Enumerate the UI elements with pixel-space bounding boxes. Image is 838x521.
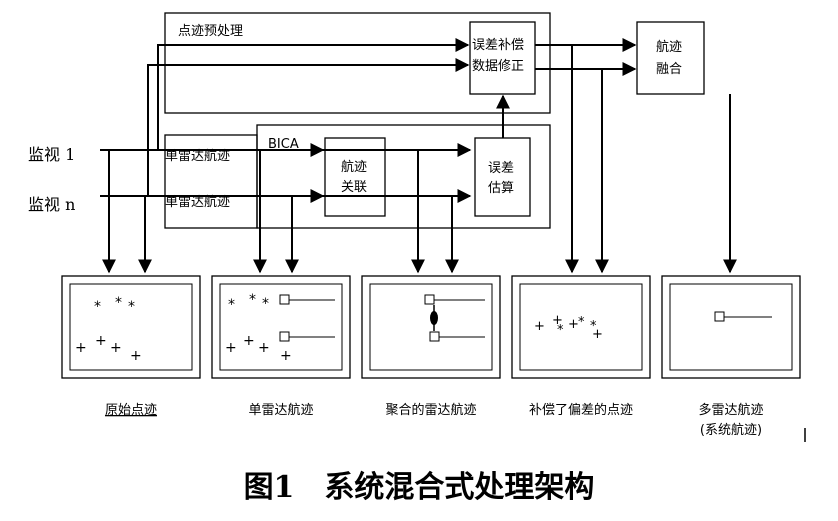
svg-text:+: + [534, 319, 545, 334]
svg-text:*: * [115, 295, 122, 311]
bica-box [256, 124, 551, 229]
svg-text:*: * [249, 292, 256, 308]
sensor-n-label: 监视 n [28, 195, 75, 214]
svg-text:+: + [110, 340, 122, 356]
svg-text:+: + [568, 317, 579, 332]
svg-text:+: + [280, 348, 292, 364]
svg-text:+: + [258, 340, 270, 356]
error-compensation-label-1: 误差补偿 [472, 38, 524, 53]
svg-text:*: * [578, 315, 585, 330]
svg-text:+: + [552, 313, 563, 328]
panel-compensated-plots: ++* +**+ [511, 275, 651, 379]
svg-text:+: + [75, 340, 87, 356]
caption-single-tracks: 单雷达航迹 [248, 402, 313, 418]
panel-multi-tracks [661, 275, 801, 379]
svg-text:+: + [592, 327, 603, 342]
svg-text:*: * [590, 319, 597, 334]
bica-label: BICA [268, 137, 299, 152]
sensor-1-label: 监视 1 [28, 145, 75, 164]
svg-text:+: + [225, 340, 237, 356]
caption-compensated-plots: 补偿了偏差的点迹 [529, 402, 633, 418]
track-fusion-box [636, 21, 705, 95]
single-track-label-1: 单雷达航迹 [165, 148, 230, 164]
svg-text:*: * [557, 323, 564, 338]
svg-text:*: * [228, 297, 235, 313]
connector-lines [100, 38, 737, 274]
preprocess-title: 点迹预处理 [178, 24, 243, 39]
caption-raw-plots: 原始点迹 [105, 403, 157, 418]
figure-caption: 图1 系统混合式处理架构 [244, 470, 595, 505]
panel-single-tracks: *** ++++ [211, 275, 351, 379]
panel-aggregated-tracks [361, 275, 501, 379]
error-estimate-label-1: 误差 [488, 161, 514, 176]
caption-system-tracks: (系统航迹) [700, 422, 762, 438]
caption-multi-tracks: 多雷达航迹 [698, 402, 763, 418]
svg-text:+: + [243, 333, 255, 349]
panel-raw-plots: *** ++++ [61, 275, 201, 379]
svg-text:*: * [128, 299, 135, 315]
svg-text:*: * [94, 299, 101, 315]
single-track-label-n: 单雷达航迹 [165, 194, 230, 210]
svg-text:*: * [262, 296, 269, 312]
error-compensation-box [469, 21, 536, 95]
svg-text:+: + [95, 333, 107, 349]
svg-text:+: + [130, 348, 142, 364]
track-association-label-2: 关联 [341, 180, 367, 195]
track-association-label-1: 航迹 [341, 159, 367, 175]
error-estimate-box [474, 137, 531, 217]
track-fusion-label-1: 航迹 [656, 39, 682, 55]
track-fusion-label-2: 融合 [656, 62, 682, 77]
error-estimate-label-2: 估算 [488, 181, 514, 196]
error-compensation-label-2: 数据修正 [472, 59, 524, 74]
preprocess-box [164, 12, 551, 114]
caption-aggregated-tracks: 聚合的雷达航迹 [385, 402, 476, 418]
